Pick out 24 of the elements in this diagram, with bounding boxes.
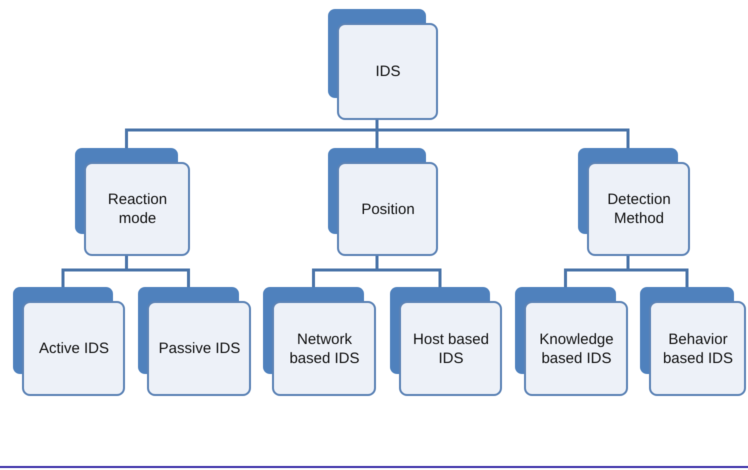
box-label: Active IDS — [38, 339, 110, 358]
tabbed-box — [138, 287, 251, 396]
tabbed-box — [640, 287, 746, 396]
tabbed-box — [578, 148, 690, 256]
connector-line — [376, 256, 442, 287]
connector-line — [626, 256, 688, 287]
box-label: Network based IDS — [288, 330, 361, 368]
tabbed-box — [328, 148, 438, 256]
box-label: Position — [361, 200, 415, 218]
box-label: IDS — [375, 62, 400, 81]
connector-line — [125, 256, 190, 287]
tabbed-box — [328, 9, 438, 120]
connector-line — [376, 120, 630, 148]
box-label: Behavior based IDS — [662, 330, 734, 368]
box-label: Passive IDS — [158, 339, 240, 358]
box-label: Knowledge based IDS — [538, 330, 615, 368]
box-label: Detection Method — [606, 190, 672, 228]
tabbed-box — [515, 287, 628, 396]
tabbed-box — [75, 148, 190, 256]
tabbed-box — [13, 287, 125, 396]
box-label: Reaction mode — [106, 190, 168, 228]
tabbed-box — [390, 287, 502, 396]
tabbed-box — [263, 287, 376, 396]
box-label: Host based IDS — [412, 330, 490, 368]
